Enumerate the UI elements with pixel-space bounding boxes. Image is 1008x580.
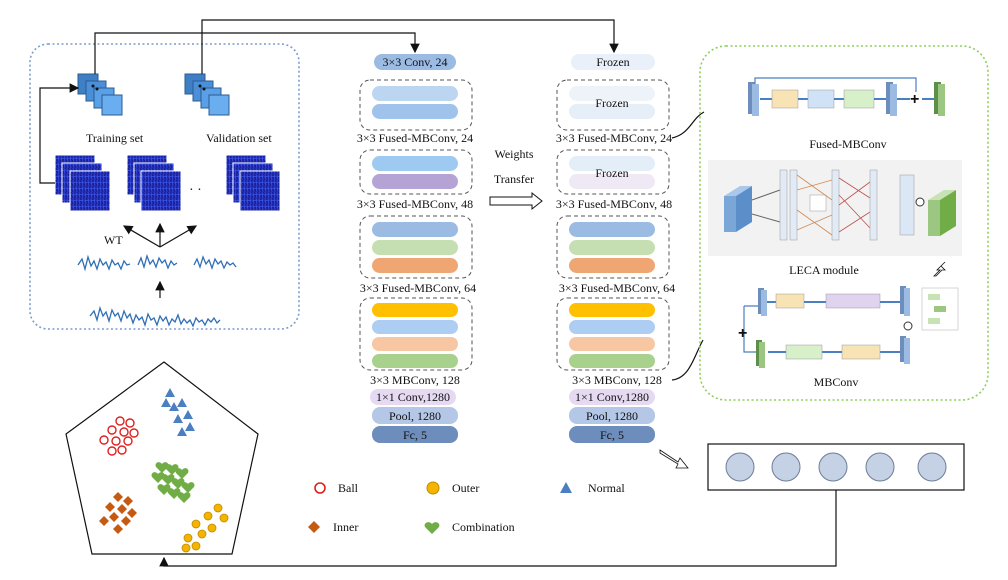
frozen-1-label: Frozen	[595, 96, 628, 110]
module-panel-border	[699, 45, 989, 401]
transfer-line1: Weights	[494, 147, 533, 161]
stage2-group-ft	[556, 149, 670, 195]
stage1-group	[359, 79, 473, 131]
stage2-label: 3×3 Fused-MBConv, 48	[357, 197, 473, 211]
transfer-line2: Transfer	[494, 172, 534, 186]
hollow-arrow-up	[933, 261, 946, 277]
pool-label: Pool, 1280	[389, 409, 441, 423]
data-panel-border	[29, 43, 300, 330]
stage3-group-ft	[556, 215, 670, 279]
stage4-label-ft: 3×3 MBConv, 128	[572, 373, 662, 387]
conv1x1-box	[370, 389, 456, 405]
signal-segment-2	[137, 253, 178, 270]
spectrogram-stack-1	[54, 154, 111, 212]
stage2-group	[359, 149, 473, 195]
legend-ball: Ball	[338, 481, 359, 495]
top-connector-val	[201, 19, 619, 74]
output-node	[865, 452, 895, 482]
stage3-label: 3×3 Fused-MBConv, 64	[360, 281, 476, 295]
stage3-group	[359, 215, 473, 279]
connector-fused	[671, 111, 705, 139]
ball-marker	[314, 482, 326, 494]
frozen-top-label: Frozen	[596, 55, 629, 69]
spectrogram-stack-2	[126, 154, 182, 212]
signal-segment-1	[77, 254, 131, 272]
legend-normal: Normal	[588, 481, 625, 495]
stage1-group-ft	[556, 79, 670, 131]
top-connector-train	[94, 32, 420, 74]
raw-signal	[89, 305, 221, 328]
fc-box	[372, 426, 458, 443]
fused-mbconv-diagram: +	[748, 77, 945, 116]
stage3-label-ft: 3×3 Fused-MBConv, 64	[559, 281, 675, 295]
fused-mbconv-label: Fused-MBConv	[809, 137, 886, 151]
svg-text:+: +	[738, 325, 747, 342]
legend-combination: Combination	[452, 520, 515, 534]
cluster-plot	[65, 361, 259, 555]
svg-text:+: +	[910, 91, 919, 108]
stage4-group-ft	[556, 297, 670, 371]
pool-label-ft: Pool, 1280	[586, 409, 638, 423]
output-node	[818, 452, 848, 482]
inner-marker	[308, 521, 320, 533]
conv1x1-label: 1×1 Conv,1280	[376, 390, 450, 404]
stage1-label-ft: 3×3 Fused-MBConv, 24	[556, 131, 672, 145]
validation-set-label: Validation set	[206, 131, 272, 145]
training-set-icon	[77, 73, 123, 116]
frozen-2-label: Frozen	[595, 166, 628, 180]
stage2-label-ft: 3×3 Fused-MBConv, 48	[556, 197, 672, 211]
validation-set-icon	[184, 73, 230, 116]
fc-label: Fc, 5	[403, 428, 427, 442]
loop-arrow	[39, 83, 80, 184]
combination-cluster	[151, 462, 195, 503]
stage1-label: 3×3 Fused-MBConv, 24	[357, 131, 473, 145]
feedback-to-clusters	[159, 490, 837, 567]
outer-marker	[426, 481, 440, 495]
leca-diagram	[708, 160, 962, 256]
leca-label: LECA module	[789, 263, 859, 277]
pool-box-ft	[569, 407, 655, 424]
normal-marker	[560, 482, 572, 493]
top-conv-label: 3×3 Conv, 24	[383, 55, 448, 69]
module-panel: + Fused-MBConv LE	[699, 45, 989, 401]
legend-outer: Outer	[452, 481, 479, 495]
stage4-label: 3×3 MBConv, 128	[370, 373, 460, 387]
wt-label: WT	[104, 233, 123, 247]
transfer-arrow	[489, 191, 543, 211]
inner-cluster	[99, 492, 137, 534]
training-set-label: Training set	[86, 131, 144, 145]
network-pretrain: 3×3 Conv, 24 3×3 Fused-MBConv, 24 3×3 Fu…	[357, 54, 476, 443]
data-panel: Training set Validation set · ·	[29, 43, 300, 330]
spectrogram-stack-3	[225, 154, 281, 212]
signal-segment-3	[193, 255, 237, 270]
conv1x1-box-ft	[569, 389, 655, 405]
cluster-pentagon	[65, 361, 259, 555]
hollow-arrow-down	[659, 449, 689, 469]
pool-box	[372, 407, 458, 424]
mbconv-diagram: +	[738, 286, 959, 368]
conv1x1-label-ft: 1×1 Conv,1280	[575, 390, 649, 404]
output-layer	[707, 443, 965, 491]
outer-cluster	[181, 503, 229, 553]
fc-box-ft	[569, 426, 655, 443]
stage4-group	[359, 297, 473, 371]
output-node	[771, 452, 801, 482]
fc-label-ft: Fc, 5	[600, 428, 624, 442]
legend: Ball Outer Normal Inner Combination	[308, 481, 625, 534]
connector-mbconv	[671, 339, 704, 381]
legend-inner: Inner	[333, 520, 358, 534]
normal-cluster	[161, 388, 195, 436]
output-node	[725, 452, 755, 482]
ellipsis: · ·	[189, 183, 202, 198]
combination-marker	[424, 522, 440, 534]
network-finetune: Frozen Frozen 3×3 Fused-MBConv, 24 Froze…	[556, 54, 675, 443]
mbconv-label: MBConv	[814, 375, 859, 389]
frozen-top-box	[571, 54, 655, 70]
top-conv-box	[374, 54, 456, 70]
output-node	[917, 452, 947, 482]
ball-cluster	[99, 416, 139, 456]
